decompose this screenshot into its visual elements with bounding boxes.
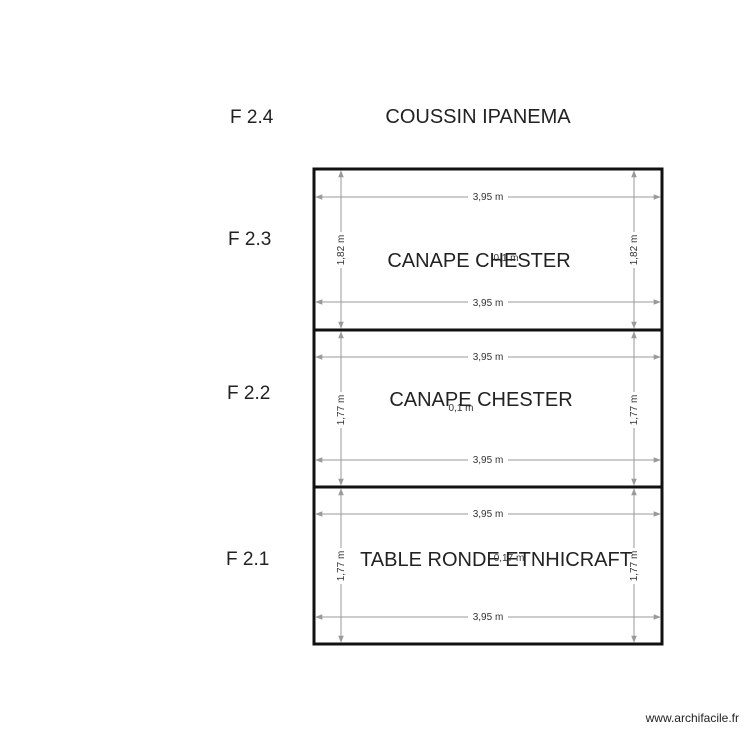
room-2-inner-label: 0,1 m [448,403,473,414]
room-2[interactable]: 3,95 m 3,95 m 1,77 m 1,77 m CANAPE CHEST… [312,328,664,489]
room-3-left-height-label: 1,77 m [336,551,347,582]
room-3-inner-label: 0,17 m [494,553,525,564]
room-1-left-height-label: 1,82 m [336,235,347,266]
room-2-left-height-label: 1,77 m [336,395,347,426]
top-label: COUSSIN IPANEMA [385,106,571,128]
room-3-bottom-width-label: 3,95 m [473,612,504,623]
floor-label-f24: F 2.4 [230,107,274,128]
room-2-right-height-label: 1,77 m [629,395,640,426]
room-3-top-width-label: 3,95 m [473,509,504,520]
watermark[interactable]: www.archifacile.fr [645,711,739,725]
room-2-name: CANAPE CHESTER [389,389,572,411]
room-1[interactable]: 3,95 m 3,95 m 1,82 m 1,82 m 0,1 m CANAPE… [312,167,664,332]
room-3-walls [312,485,664,646]
room-1-inner-label: 0,1 m [493,253,518,264]
floor-label-f23: F 2.3 [228,229,271,250]
floor-label-f22: F 2.2 [227,383,270,404]
room-2-bottom-width-label: 3,95 m [473,455,504,466]
room-1-right-height-label: 1,82 m [629,235,640,266]
room-3-right-height-label: 1,77 m [629,551,640,582]
room-3[interactable]: 3,95 m 3,95 m 1,77 m 1,77 m 0,17 m TABLE… [312,485,664,646]
floor-label-f21: F 2.1 [226,549,269,570]
room-1-bottom-width-label: 3,95 m [473,298,504,309]
room-1-top-width-label: 3,95 m [473,192,504,203]
room-3-name: TABLE RONDE ETNHICRAFT [360,549,632,571]
room-2-top-width-label: 3,95 m [473,352,504,363]
room-1-name: CANAPE CHESTER [387,250,570,272]
